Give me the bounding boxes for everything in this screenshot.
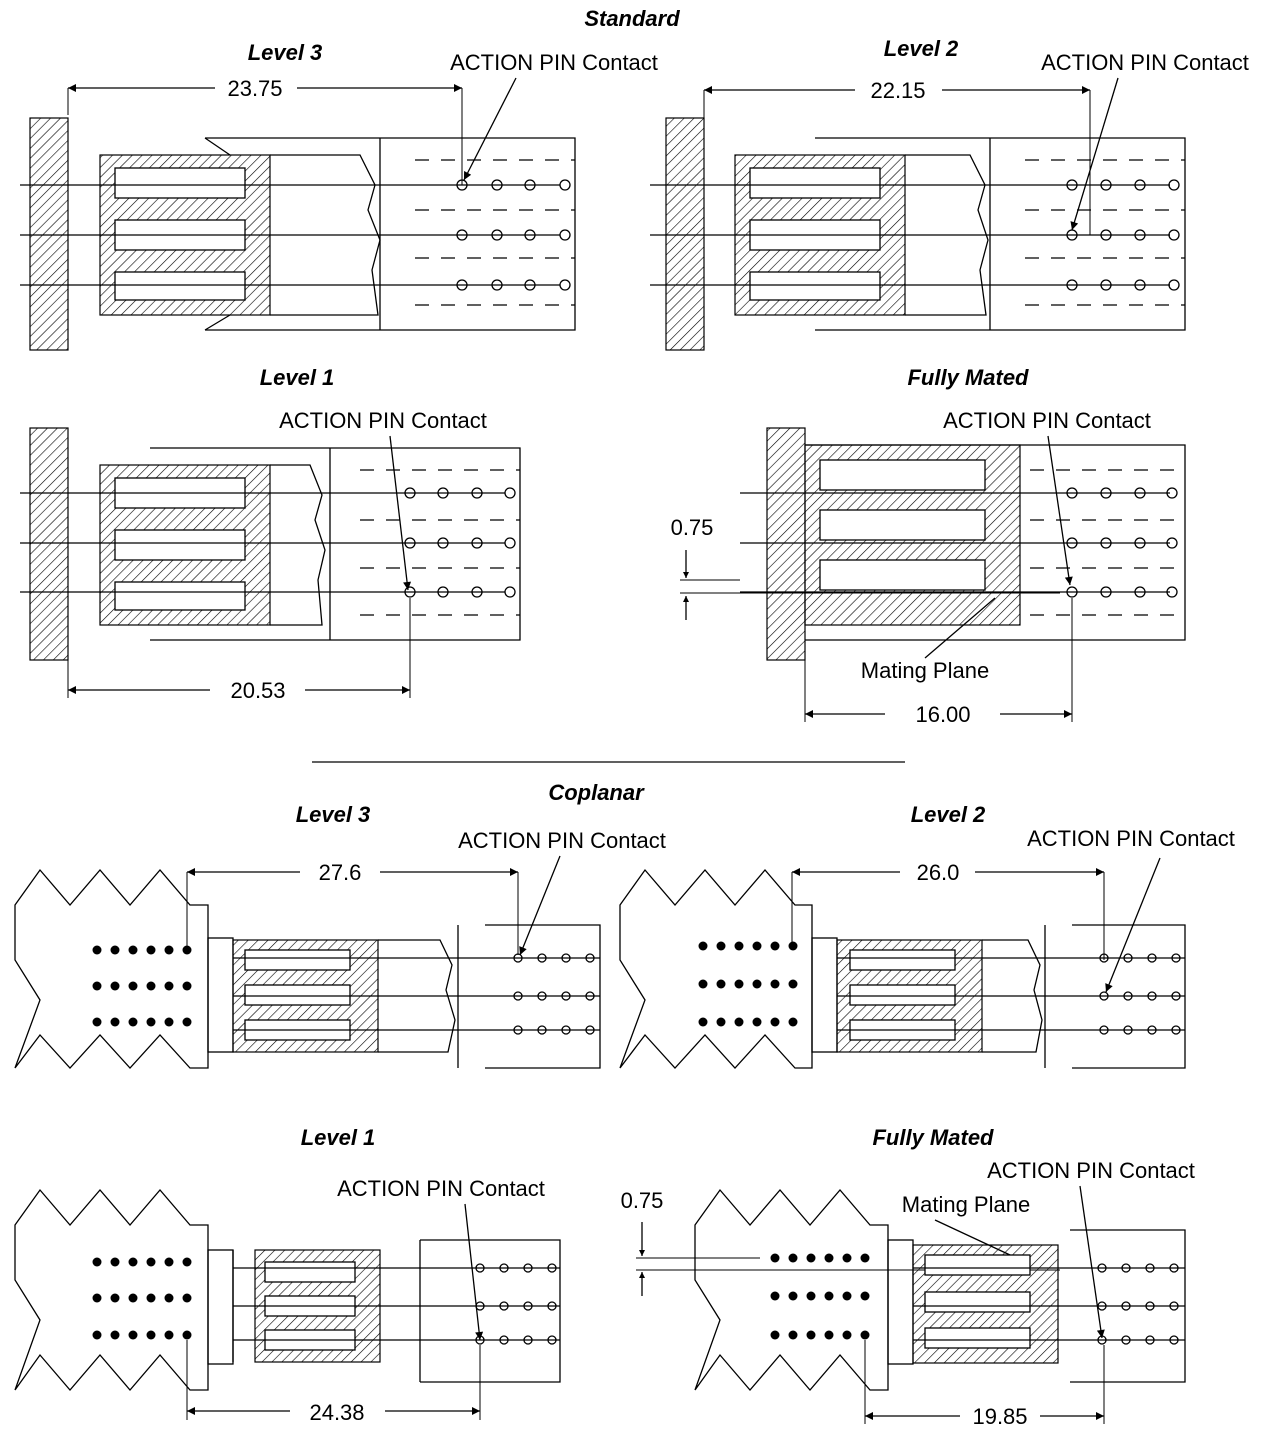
panel-title: Level 1 — [260, 365, 335, 390]
action-pin-callout: ACTION PIN Contact — [943, 408, 1151, 433]
coplanar-heading: Coplanar — [548, 780, 645, 805]
panel-coplanar-level-3: Level 3 ACTION PIN Contact 27.6 — [14, 802, 666, 1069]
mating-board — [14, 868, 209, 1069]
panel-title: Fully Mated — [872, 1125, 994, 1150]
offset-value: 0.75 — [671, 515, 714, 540]
dimension-value: 26.0 — [917, 860, 960, 885]
offset-value: 0.75 — [621, 1188, 664, 1213]
panel-title: Level 3 — [296, 802, 371, 827]
via-array — [698, 941, 798, 1027]
panel-title: Level 3 — [248, 40, 323, 65]
callout-leader — [1047, 435, 1073, 586]
pcb-board — [29, 117, 69, 351]
action-pin-callout: ACTION PIN Contact — [337, 1176, 545, 1201]
pcb-board — [29, 427, 69, 661]
via-array — [92, 945, 192, 1027]
dimension-value: 20.53 — [230, 678, 285, 703]
dimension-value: 23.75 — [227, 76, 282, 101]
mating-board — [619, 868, 813, 1069]
dimension-value: 27.6 — [319, 860, 362, 885]
via-array — [92, 1257, 192, 1340]
callout-leader — [1070, 77, 1119, 231]
action-pin-callout: ACTION PIN Contact — [1027, 826, 1235, 851]
action-pin-callout: ACTION PIN Contact — [1041, 50, 1249, 75]
pcb-board — [665, 117, 705, 351]
action-pin-callout: ACTION PIN Contact — [279, 408, 487, 433]
mating-plane-leader — [924, 597, 996, 659]
dimension-value: 24.38 — [309, 1400, 364, 1425]
panel-title: Level 2 — [884, 36, 959, 61]
panel-standard-fully-mated: Fully Mated ACTION PIN Contact 0.75 Mati… — [671, 365, 1186, 727]
action-pin-callout: ACTION PIN Contact — [987, 1158, 1195, 1183]
mating-board — [694, 1188, 889, 1391]
via-array — [770, 1253, 870, 1340]
standard-heading: Standard — [584, 6, 680, 31]
callout-leader — [464, 1203, 484, 1341]
panel-title: Level 2 — [911, 802, 986, 827]
panel-coplanar-fully-mated: Fully Mated ACTION PIN Contact Mating Pl… — [621, 1125, 1195, 1429]
callout-leader — [1079, 1185, 1105, 1339]
callout-leader — [389, 435, 412, 591]
dimension-value: 16.00 — [915, 702, 970, 727]
mating-board — [14, 1188, 209, 1391]
dimension-value: 22.15 — [870, 78, 925, 103]
panel-coplanar-level-2: Level 2 ACTION PIN Contact 26.0 — [619, 802, 1235, 1069]
panel-standard-level-1: Level 1 ACTION PIN Contact 20.53 — [20, 365, 521, 703]
panel-standard-level-2: Level 2 ACTION PIN Contact 22.15 — [650, 36, 1249, 351]
mating-plane-label: Mating Plane — [902, 1192, 1030, 1217]
callout-leader — [463, 77, 517, 181]
panel-standard-level-3: Level 3 ACTION PIN Contact 23.75 — [20, 40, 658, 351]
mating-plane-label: Mating Plane — [861, 658, 989, 683]
panel-title: Level 1 — [301, 1125, 376, 1150]
pcb-board — [766, 427, 806, 661]
action-pin-callout: ACTION PIN Contact — [450, 50, 658, 75]
dimension-value: 19.85 — [972, 1404, 1027, 1429]
action-pin-callout: ACTION PIN Contact — [458, 828, 666, 853]
panel-title: Fully Mated — [907, 365, 1029, 390]
panel-coplanar-level-1: Level 1 ACTION PIN Contact 24.38 — [14, 1125, 561, 1425]
callout-leader — [519, 855, 561, 956]
